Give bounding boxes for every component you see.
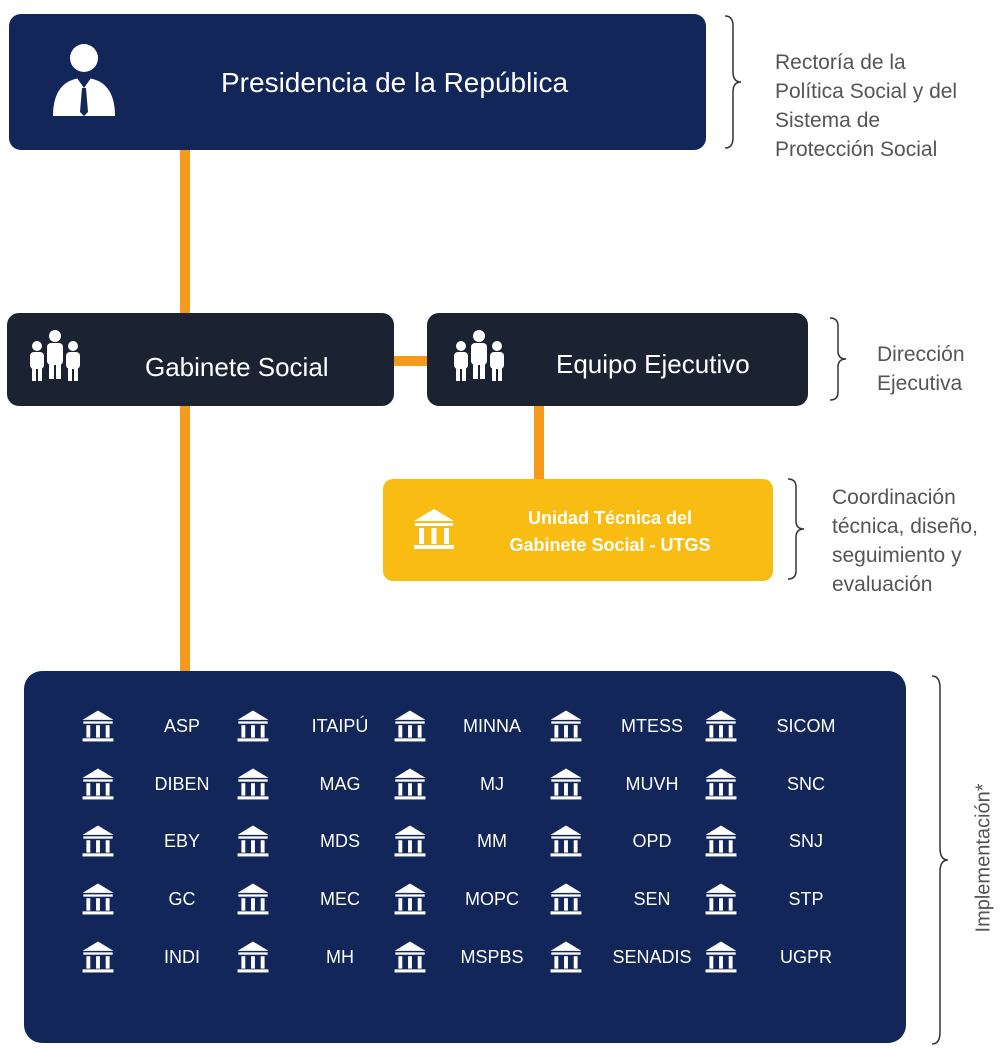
node-presidencia: Presidencia de la República: [9, 14, 706, 150]
institution-icon: [236, 882, 270, 916]
connector-equipo-utgs: [534, 406, 544, 480]
institution-icon: [549, 940, 583, 974]
institution-icon: [81, 940, 115, 974]
institution-icon: [81, 824, 115, 858]
institution-label: SICOM: [776, 716, 836, 736]
institution-label: ASP: [163, 716, 201, 736]
institution-icon: [549, 709, 583, 743]
node-gabinete-social: Gabinete Social: [7, 313, 394, 406]
institution-label: ITAIPÚ: [311, 716, 369, 736]
node-gabinete-title: Gabinete Social: [145, 352, 329, 382]
node-utgs-line2: Gabinete Social - UTGS: [509, 535, 711, 555]
label-rectoria-line: Rectoría de la: [775, 51, 906, 74]
institution-label: MTESS: [620, 716, 683, 736]
label-implementacion: Implementación*: [972, 783, 995, 933]
node-equipo-title: Equipo Ejecutivo: [556, 349, 750, 379]
institution-label: MM: [477, 831, 507, 851]
institution-icon: [704, 824, 738, 858]
label-rectoria: Rectoría de la Política Social y del Sis…: [775, 48, 957, 164]
label-direccion-line: Ejecutiva: [877, 372, 963, 395]
institution-label: MH: [326, 947, 354, 967]
connector-gabinete-equipo: [394, 356, 428, 366]
institution-label: DIBEN: [154, 774, 210, 794]
institution-icon: [549, 882, 583, 916]
label-direccion-line: Dirección: [877, 343, 965, 366]
institution-icon: [393, 824, 427, 858]
node-utgs-title: Unidad Técnica del Gabinete Social - UTG…: [471, 505, 749, 559]
institution-icon: [704, 940, 738, 974]
institution-icon: [236, 767, 270, 801]
institution-icon: [236, 709, 270, 743]
institution-icon: [393, 882, 427, 916]
institution-label: MEC: [320, 889, 360, 909]
person-icon: [53, 44, 115, 116]
institution-label: MSPBS: [460, 947, 524, 967]
institution-icon: [414, 509, 454, 549]
label-coordinacion-line: seguimiento y: [832, 544, 962, 567]
institution-label: MUVH: [625, 774, 679, 794]
institution-label: SNJ: [788, 831, 823, 851]
node-implementacion: ASP ITAIPÚ MINNA MTESS SICOM DIBEN MAG MJ MUVH SN…: [24, 671, 906, 1043]
institution-label: MOPC: [465, 889, 519, 909]
institution-icon: [81, 882, 115, 916]
label-coordinacion-line: evaluación: [832, 573, 933, 596]
brace-coordinacion: [787, 478, 805, 580]
institution-label: UGPR: [779, 947, 832, 967]
label-coordinacion-line: técnica, diseño,: [832, 515, 978, 538]
institution-label: INDI: [164, 947, 200, 967]
institution-icon: [393, 940, 427, 974]
institution-icon: [236, 940, 270, 974]
group-icon: [30, 330, 80, 381]
institution-icon: [393, 767, 427, 801]
connector-gabinete-implementacion: [180, 406, 190, 672]
institution-label: MAG: [319, 774, 361, 794]
institution-icon: [704, 882, 738, 916]
institution-label: MDS: [320, 831, 360, 851]
brace-direccion: [829, 317, 847, 401]
institution-icon: [704, 767, 738, 801]
node-equipo-ejecutivo: Equipo Ejecutivo: [427, 313, 808, 406]
institution-label: SEN: [633, 889, 671, 909]
group-icon: [454, 330, 504, 381]
institution-icon: [704, 709, 738, 743]
institution-icon: [393, 709, 427, 743]
institution-label: MINNA: [463, 716, 521, 736]
institution-label: STP: [788, 889, 824, 909]
connector-presidencia-gabinete: [180, 148, 190, 314]
institution-label: GC: [168, 889, 196, 909]
node-presidencia-title: Presidencia de la República: [221, 67, 569, 98]
label-coordinacion: Coordinación técnica, diseño, seguimient…: [832, 483, 978, 599]
institution-label: MJ: [480, 774, 504, 794]
institution-icon: [81, 767, 115, 801]
node-utgs-line1: Unidad Técnica del: [527, 508, 693, 528]
institution-label: SENADIS: [612, 947, 692, 967]
label-direccion: Dirección Ejecutiva: [877, 340, 965, 398]
institution-icon: [549, 767, 583, 801]
node-utgs: Unidad Técnica del Gabinete Social - UTG…: [383, 479, 773, 581]
institution-label: OPD: [632, 831, 672, 851]
institution-icon: [236, 824, 270, 858]
brace-rectoria: [724, 15, 742, 149]
label-rectoria-line: Sistema de: [775, 109, 881, 132]
institution-icon: [549, 824, 583, 858]
institution-label: EBY: [163, 831, 201, 851]
institution-icon: [81, 709, 115, 743]
label-rectoria-line: Política Social y del: [775, 80, 958, 103]
institution-label: SNC: [786, 774, 825, 794]
label-rectoria-line: Protección Social: [775, 138, 938, 161]
label-coordinacion-line: Coordinación: [832, 486, 956, 509]
brace-implementacion: [931, 675, 949, 1045]
